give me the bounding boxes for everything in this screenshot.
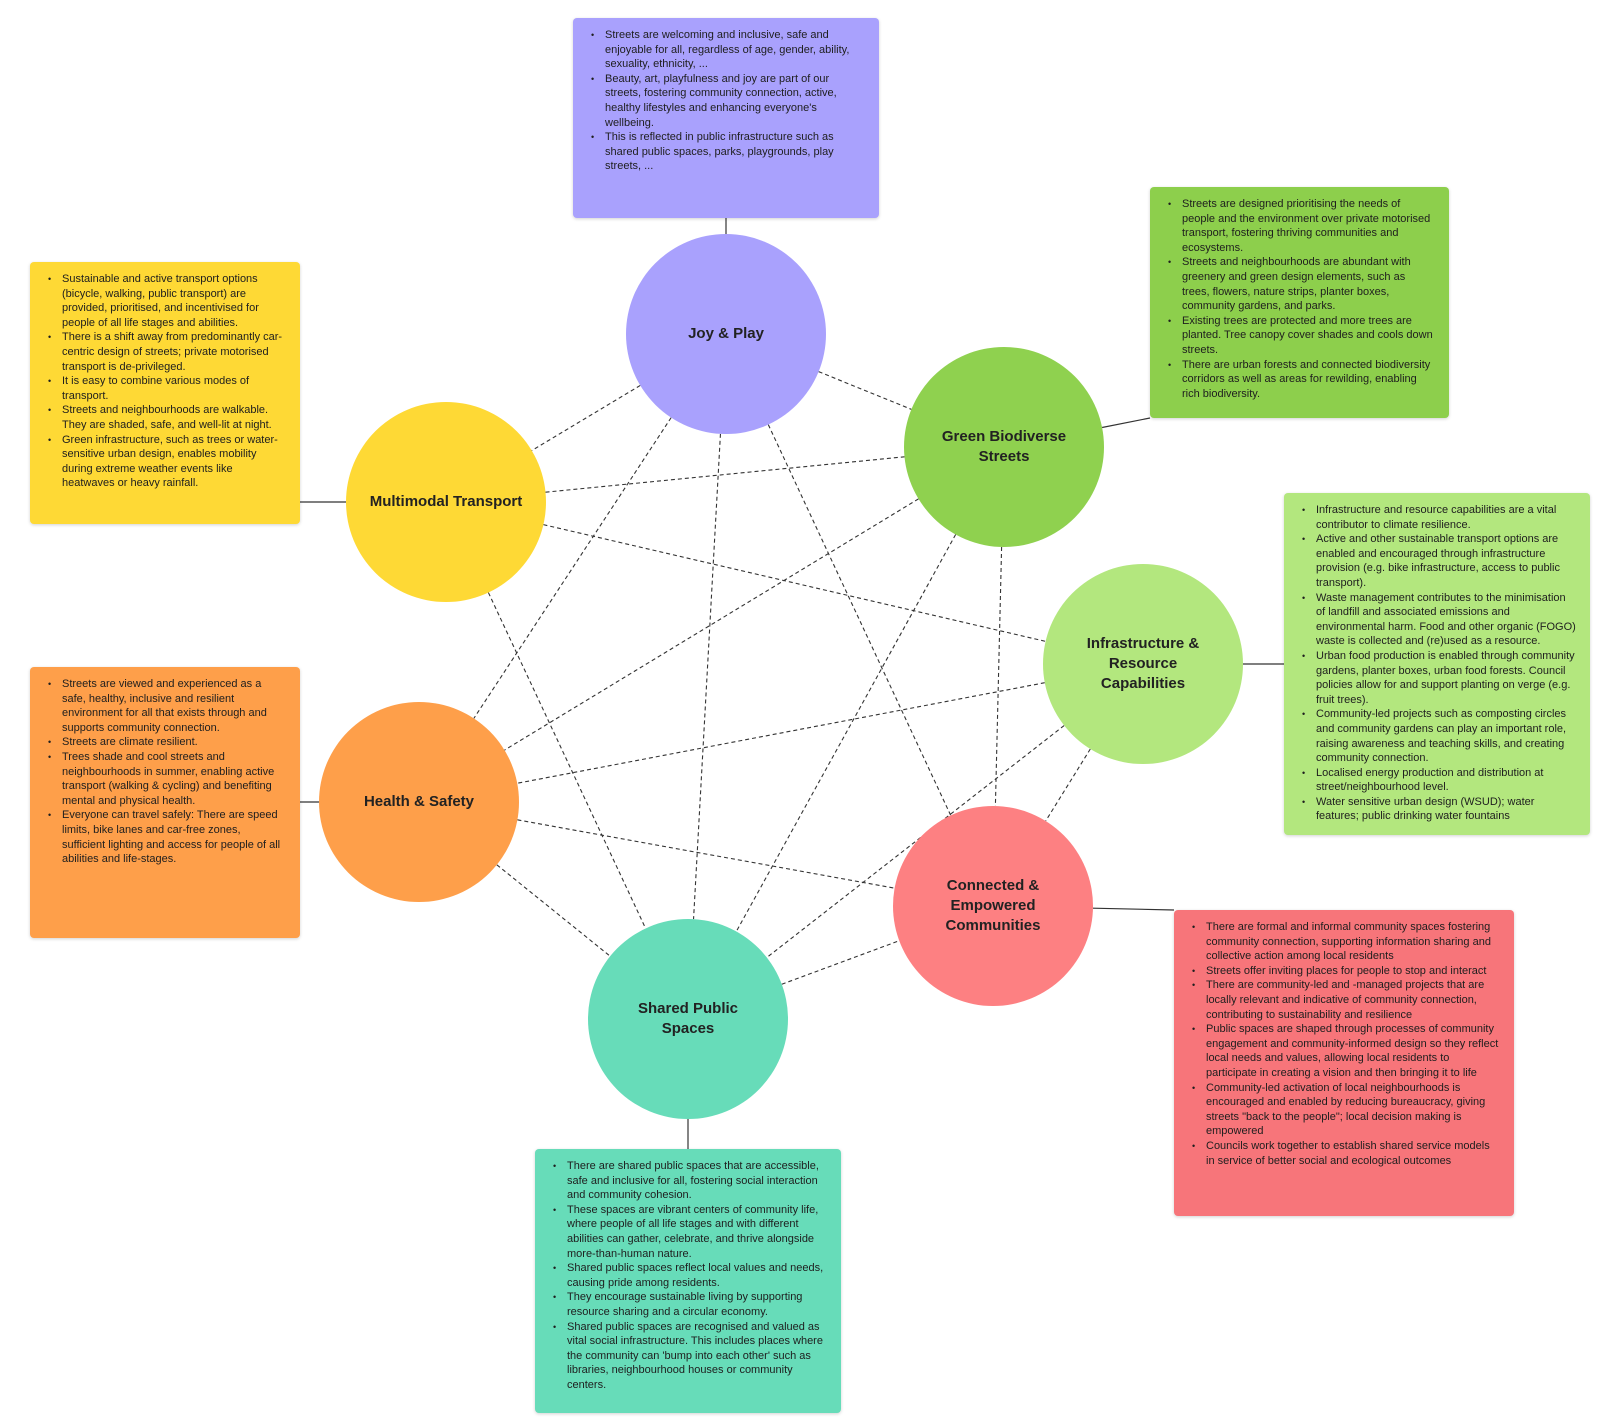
note-bullet: There is a shift away from predominantly… [48, 330, 286, 374]
node-shared-public-spaces-label: Shared Public Spaces [637, 1000, 739, 1037]
note-health-safety-list: Streets are viewed and experienced as a … [44, 677, 286, 867]
node-joy-play-label: Joy & Play [688, 325, 764, 342]
note-bullet: There are urban forests and connected bi… [1168, 358, 1435, 402]
note-bullet: This is reflected in public infrastructu… [591, 130, 865, 174]
note-health-safety[interactable]: Streets are viewed and experienced as a … [30, 667, 300, 938]
node-infrastructure-resource-capabilities-label: Infrastructure & Resource Capabilities [1086, 635, 1200, 692]
connection-infra-health [517, 682, 1045, 784]
connector-connected [1092, 907, 1175, 911]
note-bullet: Streets are climate resilient. [48, 735, 286, 750]
node-health-safety[interactable]: Health & Safety [319, 702, 519, 902]
note-bullet: Streets are welcoming and inclusive, saf… [591, 28, 865, 72]
note-bullet: Streets and neighbourhoods are abundant … [1168, 255, 1435, 313]
note-joy-play-list: Streets are welcoming and inclusive, saf… [587, 28, 865, 174]
note-infrastructure-resource-capabilities-list: Infrastructure and resource capabilities… [1298, 503, 1576, 824]
note-bullet: There are community-led and -managed pro… [1192, 978, 1500, 1022]
note-bullet: Water sensitive urban design (WSUD); wat… [1302, 795, 1576, 824]
node-connected-empowered-communities-label: Connected & Empowered Communities [945, 877, 1041, 934]
node-shared-public-spaces[interactable]: Shared Public Spaces [588, 919, 788, 1119]
connection-infra-connected [1045, 748, 1091, 822]
note-joy-play[interactable]: Streets are welcoming and inclusive, saf… [573, 18, 879, 218]
note-shared-public-spaces[interactable]: There are shared public spaces that are … [535, 1149, 841, 1413]
note-green-biodiverse-streets-list: Streets are designed prioritising the ne… [1164, 197, 1435, 401]
connection-joy-green [818, 371, 912, 410]
note-bullet: Councils work together to establish shar… [1192, 1139, 1500, 1168]
connection-green-connected [994, 546, 1003, 807]
node-green-biodiverse-streets-label: Green Biodiverse Streets [941, 428, 1067, 465]
note-bullet: Waste management contributes to the mini… [1302, 591, 1576, 649]
note-connected-empowered-communities-list: There are formal and informal community … [1188, 920, 1500, 1168]
note-bullet: Everyone can travel safely: There are sp… [48, 808, 286, 866]
connection-transport-green [545, 456, 905, 493]
node-multimodal-transport-label: Multimodal Transport [369, 493, 523, 510]
connection-joy-health [473, 417, 672, 719]
note-bullet: Infrastructure and resource capabilities… [1302, 503, 1576, 532]
connection-health-connected [517, 819, 895, 889]
note-bullet: It is easy to combine various modes of t… [48, 374, 286, 403]
connection-joy-shared [692, 433, 722, 920]
connection-shared-connected [781, 940, 900, 985]
note-multimodal-transport[interactable]: Sustainable and active transport options… [30, 262, 300, 524]
note-bullet: Sustainable and active transport options… [48, 272, 286, 330]
note-bullet: Beauty, art, playfulness and joy are par… [591, 72, 865, 130]
connection-transport-shared [487, 592, 647, 929]
note-bullet: Shared public spaces reflect local value… [553, 1261, 827, 1290]
note-bullet: Green infrastructure, such as trees or w… [48, 433, 286, 491]
note-bullet: Public spaces are shaped through process… [1192, 1022, 1500, 1080]
note-bullet: Urban food production is enabled through… [1302, 649, 1576, 707]
note-bullet: These spaces are vibrant centers of comm… [553, 1203, 827, 1261]
connection-joy-transport [531, 384, 641, 452]
connection-joy-connected [767, 424, 952, 816]
connection-green-shared [735, 534, 957, 932]
connection-health-shared [496, 864, 611, 957]
node-connected-empowered-communities[interactable]: Connected & Empowered Communities [893, 806, 1093, 1006]
note-bullet: There are formal and informal community … [1192, 920, 1500, 964]
note-infrastructure-resource-capabilities[interactable]: Infrastructure and resource capabilities… [1284, 493, 1590, 835]
note-bullet: Streets are designed prioritising the ne… [1168, 197, 1435, 255]
note-bullet: Streets are viewed and experienced as a … [48, 677, 286, 735]
node-health-safety-label: Health & Safety [363, 793, 475, 810]
note-multimodal-transport-list: Sustainable and active transport options… [44, 272, 286, 491]
note-bullet: Community-led projects such as compostin… [1302, 707, 1576, 765]
note-shared-public-spaces-list: There are shared public spaces that are … [549, 1159, 827, 1393]
note-green-biodiverse-streets[interactable]: Streets are designed prioritising the ne… [1150, 187, 1449, 418]
note-bullet: Community-led activation of local neighb… [1192, 1081, 1500, 1139]
node-joy-play[interactable]: Joy & Play [626, 234, 826, 434]
connector-green [1101, 417, 1151, 429]
note-bullet: There are shared public spaces that are … [553, 1159, 827, 1203]
node-multimodal-transport[interactable]: Multimodal Transport [346, 402, 546, 602]
note-bullet: Streets and neighbourhoods are walkable.… [48, 403, 286, 432]
connection-transport-infra [543, 524, 1046, 642]
note-connected-empowered-communities[interactable]: There are formal and informal community … [1174, 910, 1514, 1216]
note-bullet: They encourage sustainable living by sup… [553, 1290, 827, 1319]
note-bullet: Active and other sustainable transport o… [1302, 532, 1576, 590]
note-bullet: Localised energy production and distribu… [1302, 766, 1576, 795]
note-bullet: Trees shade and cool streets and neighbo… [48, 750, 286, 808]
note-bullet: Shared public spaces are recognised and … [553, 1320, 827, 1393]
node-green-biodiverse-streets[interactable]: Green Biodiverse Streets [904, 347, 1104, 547]
note-bullet: Streets offer inviting places for people… [1192, 964, 1500, 979]
node-infrastructure-resource-capabilities[interactable]: Infrastructure & Resource Capabilities [1043, 564, 1243, 764]
connection-green-health [504, 498, 919, 751]
note-bullet: Existing trees are protected and more tr… [1168, 314, 1435, 358]
